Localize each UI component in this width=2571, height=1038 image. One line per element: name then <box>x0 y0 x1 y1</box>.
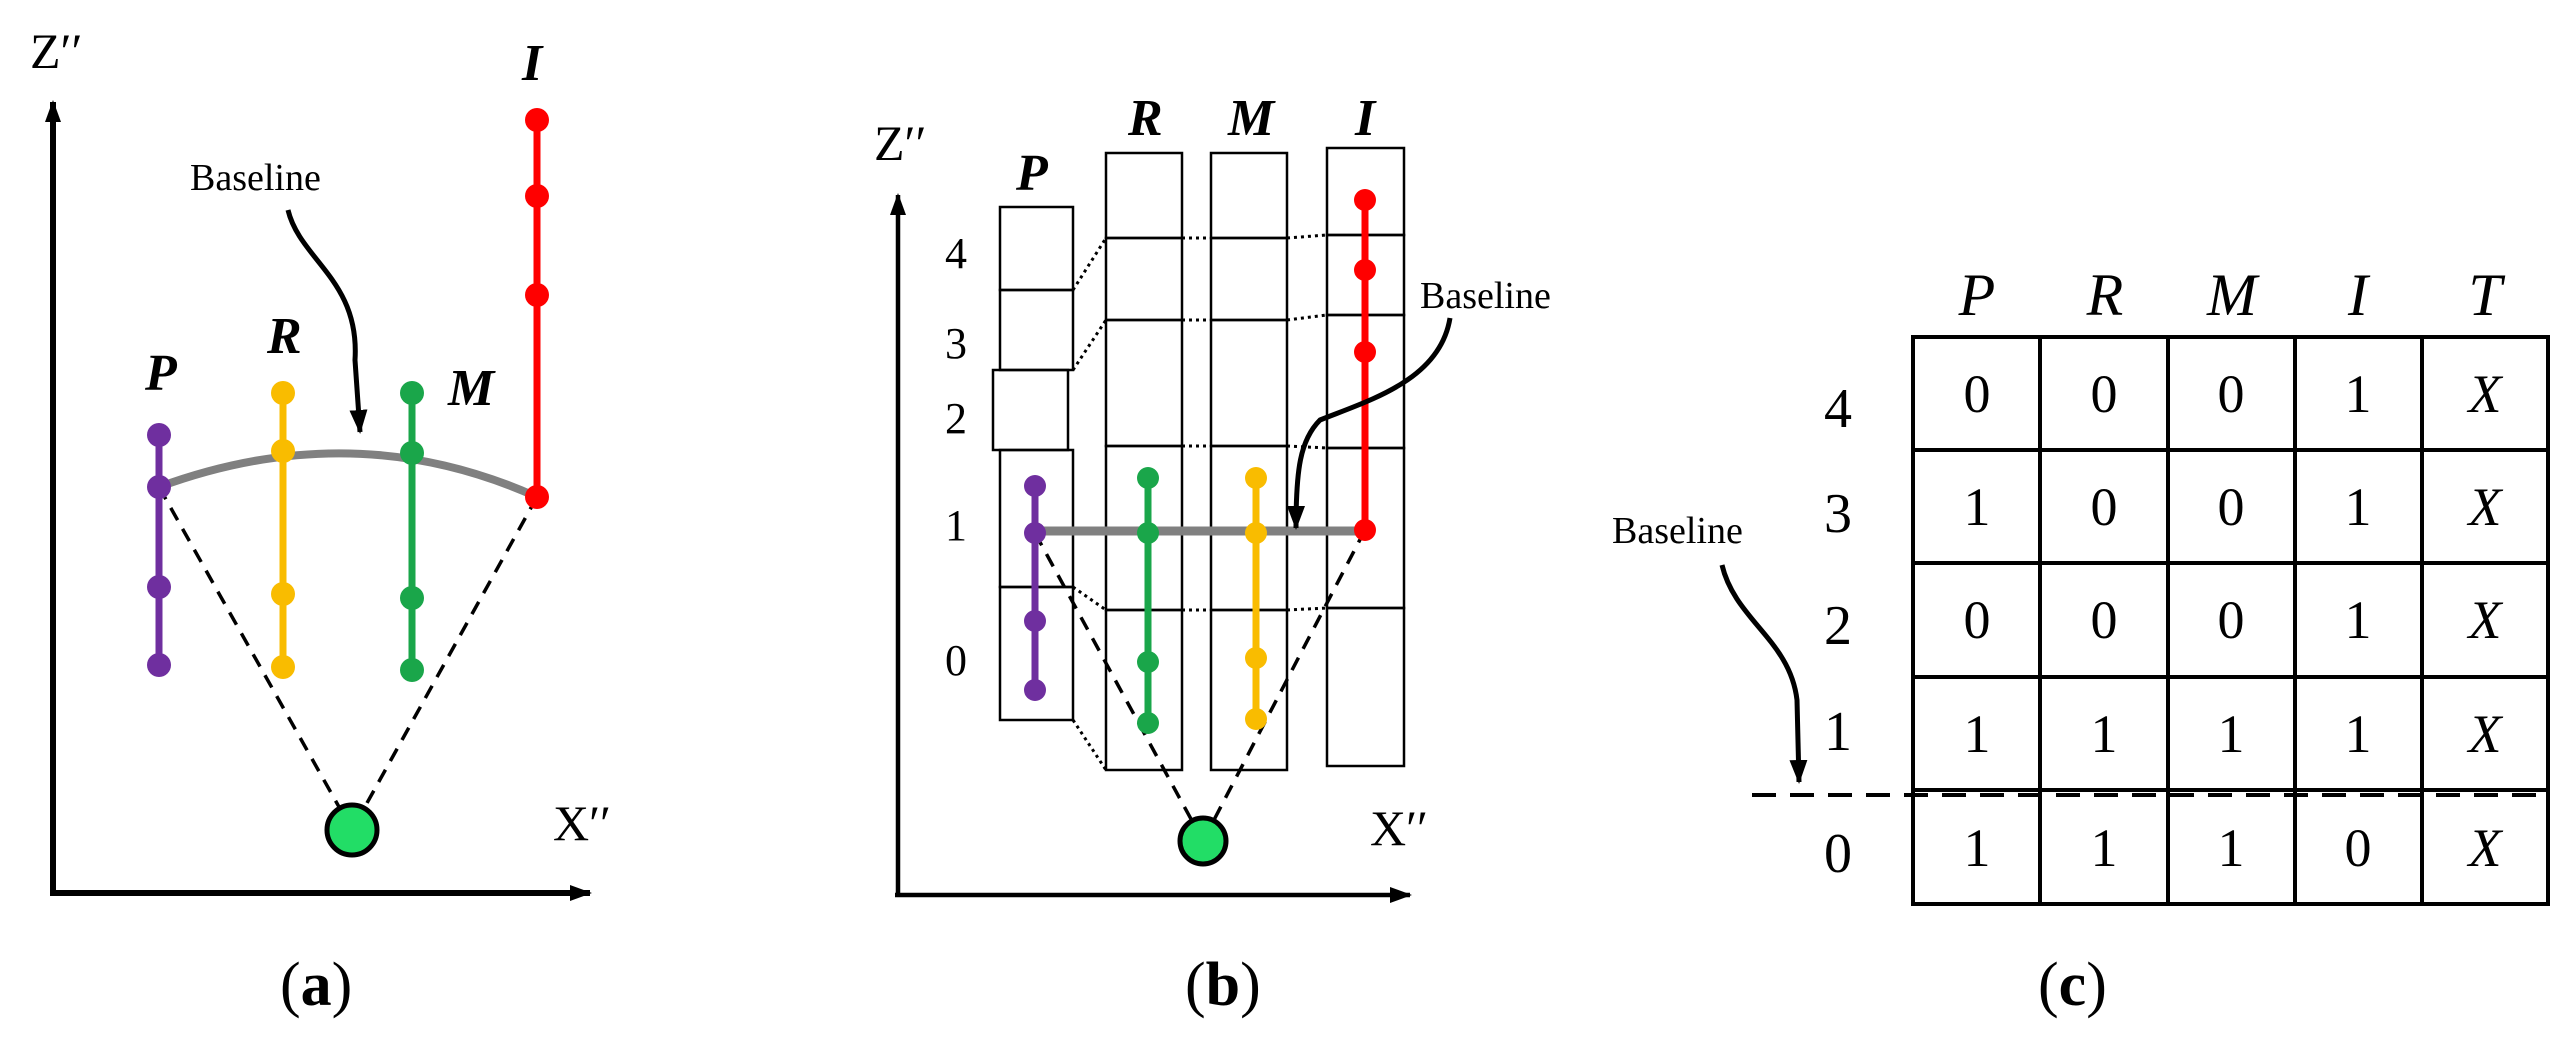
panel-b-label-m: M <box>1227 90 1276 147</box>
panel-c: P R M I T 4 3 2 1 0 0 0 0 1 <box>1612 262 2550 1019</box>
table-cell: 1 <box>1964 477 1991 537</box>
panel-b-finger-p <box>1024 475 1046 701</box>
table-cell: X <box>2467 364 2504 424</box>
panel-b-z-axis-label: Z′′ <box>874 115 926 171</box>
table-cell: 1 <box>2218 818 2245 878</box>
panel-c-header-p: P <box>1958 262 1996 328</box>
table-cell: X <box>2467 477 2504 537</box>
table-cell: 1 <box>2345 704 2372 764</box>
panel-b-level-2: 2 <box>945 394 967 443</box>
panel-b-level-4: 4 <box>945 229 967 278</box>
panel-a-x-axis-label: X′′ <box>553 795 611 851</box>
panel-b-dotted-connectors <box>1071 233 1328 771</box>
table-cell: X <box>2467 704 2504 764</box>
panel-b-label-r: R <box>1127 90 1163 147</box>
table-cell: 0 <box>1964 364 1991 424</box>
panel-c-row-label-4: 4 <box>1824 378 1852 440</box>
table-row: 0 0 0 1 X <box>1964 590 2504 650</box>
table-cell: 1 <box>2091 818 2118 878</box>
table-row: 1 0 0 1 X <box>1964 477 2504 537</box>
panel-c-row-label-1: 1 <box>1824 701 1852 763</box>
panel-c-header-t: T <box>2468 262 2505 328</box>
table-cell: X <box>2467 818 2504 878</box>
table-cell: 0 <box>2091 364 2118 424</box>
table-cell: 1 <box>2345 590 2372 650</box>
panel-c-baseline-label: Baseline <box>1612 510 1743 552</box>
panel-b-baseline-label: Baseline <box>1420 275 1551 317</box>
panel-a-finger-r <box>271 381 295 679</box>
table-cell: 1 <box>1964 704 1991 764</box>
panel-b-caption: (b) <box>1185 951 1261 1019</box>
panel-a-label-m: M <box>447 360 496 417</box>
panel-c-table-grid <box>1911 335 2550 906</box>
panel-b-wrist-node <box>1177 815 1229 867</box>
table-cell: 0 <box>1964 590 1991 650</box>
panel-a-wrist-node <box>324 802 380 858</box>
panel-b-cone-right <box>1201 529 1367 842</box>
panel-b-label-i: I <box>1354 90 1377 147</box>
panel-c-baseline-arrow <box>1719 564 1808 784</box>
table-cell: 1 <box>2218 704 2245 764</box>
panel-b-finger-i <box>1354 189 1376 541</box>
table-cell: 1 <box>2345 477 2372 537</box>
panel-c-header-r: R <box>2086 262 2124 328</box>
table-row: 0 0 0 1 X <box>1964 364 2504 424</box>
panel-a-baseline-curve <box>157 449 539 501</box>
panel-c-row-label-3: 3 <box>1824 483 1852 545</box>
panel-a-baseline-label: Baseline <box>190 157 321 199</box>
table-cell: 0 <box>2218 477 2245 537</box>
panel-a-label-r: R <box>266 308 302 365</box>
panel-a-finger-p <box>147 423 171 677</box>
table-row: 1 1 1 0 X <box>1964 818 2504 878</box>
table-cell: X <box>2467 590 2504 650</box>
panel-c-row-label-0: 0 <box>1824 823 1852 885</box>
panel-b-cone-left <box>1033 532 1205 842</box>
panel-a-label-p: P <box>144 345 178 402</box>
panel-a-cone-right <box>350 496 539 831</box>
table-cell: 1 <box>2091 704 2118 764</box>
table-row: 1 1 1 1 X <box>1964 704 2504 764</box>
panel-b-column-m <box>1209 151 1289 772</box>
table-cell: 0 <box>2091 477 2118 537</box>
panel-a-finger-m <box>400 381 424 682</box>
panel-a: Z′′ X′′ <box>30 23 611 1019</box>
panel-b: Z′′ X′′ 4 3 2 1 0 <box>874 90 1551 1019</box>
panel-b-level-1: 1 <box>945 501 967 550</box>
panel-a-label-i: I <box>521 35 544 92</box>
table-cell: 0 <box>2218 364 2245 424</box>
panel-b-column-r <box>1104 151 1184 772</box>
panel-b-label-p: P <box>1015 145 1049 202</box>
panel-a-baseline-arrow <box>285 209 368 434</box>
panel-a-cone-left <box>157 486 354 831</box>
panel-c-caption: (c) <box>2038 951 2107 1019</box>
panel-b-finger-m <box>1245 467 1267 730</box>
panel-c-header-m: M <box>2206 262 2260 328</box>
table-cell: 0 <box>2218 590 2245 650</box>
table-cell: 1 <box>2345 364 2372 424</box>
table-cell: 1 <box>1964 818 1991 878</box>
table-cell: 0 <box>2091 590 2118 650</box>
panel-a-caption: (a) <box>280 951 352 1019</box>
panel-c-row-label-2: 2 <box>1824 595 1852 657</box>
panel-b-level-0: 0 <box>945 636 967 685</box>
panel-b-level-3: 3 <box>945 319 967 368</box>
table-cell: 0 <box>2345 818 2372 878</box>
panel-a-z-axis-label: Z′′ <box>30 23 82 79</box>
panel-b-baseline-arrow <box>1287 317 1453 530</box>
panel-b-x-axis-label: X′′ <box>1370 800 1428 856</box>
panel-c-header-i: I <box>2347 262 2371 328</box>
panel-a-finger-i <box>525 108 549 509</box>
panel-b-column-p <box>991 205 1075 722</box>
panel-b-finger-r <box>1137 467 1159 734</box>
